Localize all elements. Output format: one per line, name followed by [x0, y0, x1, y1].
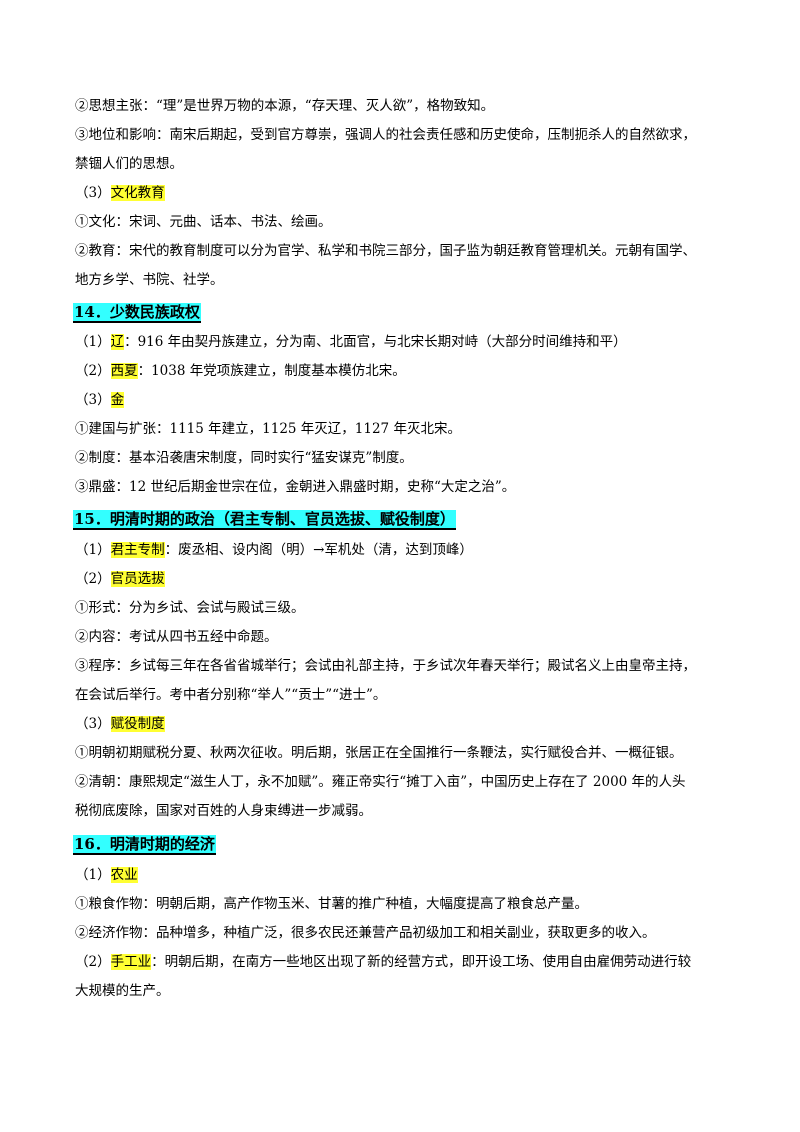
subheading-line: （3）金 [75, 392, 125, 408]
text-line: ②清朝：康熙规定“滋生人丁，永不加赋”。雍正帝实行“摊丁入亩”，中国历史上存在了… [75, 774, 686, 790]
text-line: ③程序：乡试每三年在各省省城举行；会试由礼部主持，于乡试次年春天举行；殿试名义上… [75, 658, 696, 674]
text-line: 在会试后举行。考中者分别称“举人”“贡士”“进士”。 [75, 687, 387, 703]
text-line: 禁锢人们的思想。 [75, 156, 183, 172]
text-line: ③地位和影响：南宋后期起，受到官方尊崇，强调人的社会责任感和历史使命，压制扼杀人… [75, 127, 696, 143]
text-line: ②内容：考试从四书五经中命题。 [75, 629, 278, 645]
subheading-line: （2）手工业：明朝后期，在南方一些地区出现了新的经营方式，即开设工场、使用自由雇… [75, 954, 692, 970]
text-line: ②制度：基本沿袭唐宋制度，同时实行“猛安谋克”制度。 [75, 450, 413, 466]
subheading-line: （2）官员选拔 [75, 571, 165, 587]
text-line: ①文化：宋词、元曲、话本、书法、绘画。 [75, 214, 332, 230]
subheading-line: （1）农业 [75, 867, 138, 883]
text-line: 地方乡学、书院、社学。 [75, 272, 224, 288]
text-line: ①粮食作物：明朝后期，高产作物玉米、甘薯的推广种植，大幅度提高了粮食总产量。 [75, 896, 588, 912]
section-heading: 15．明清时期的政治（君主专制、官员选拔、赋役制度） [73, 510, 456, 530]
text-line: ③鼎盛：12 世纪后期金世宗在位，金朝进入鼎盛时期，史称“大定之治”。 [75, 479, 516, 495]
subheading-line: （1）辽：916 年由契丹族建立，分为南、北面官，与北宋长期对峙（大部分时间维持… [75, 334, 627, 350]
subheading-line: （3）文化教育 [75, 185, 165, 201]
section-heading: 16．明清时期的经济 [73, 835, 216, 855]
section-heading: 14．少数民族政权 [73, 303, 201, 323]
text-line: ②思想主张：“理”是世界万物的本源，“存天理、灭人欲”，格物致知。 [75, 98, 495, 114]
subheading-line: （1）君主专制：废丞相、设内阁（明）→军机处（清，达到顶峰） [75, 542, 473, 558]
text-line: ①明朝初期赋税分夏、秋两次征收。明后期，张居正在全国推行一条鞭法，实行赋役合并、… [75, 745, 683, 761]
subheading-line: （2）西夏：1038 年党项族建立，制度基本模仿北宋。 [75, 363, 406, 379]
text-line: ②经济作物：品种增多，种植广泛，很多农民还兼营产品初级加工和相关副业，获取更多的… [75, 925, 656, 941]
text-line: ①建国与扩张：1115 年建立，1125 年灭辽，1127 年灭北宋。 [75, 421, 461, 437]
text-line: 税彻底废除，国家对百姓的人身束缚进一步减弱。 [75, 803, 372, 819]
subheading-line: （3）赋役制度 [75, 716, 165, 732]
text-line: 大规模的生产。 [75, 983, 170, 999]
text-line: ①形式：分为乡试、会试与殿试三级。 [75, 600, 305, 616]
text-line: ②教育：宋代的教育制度可以分为官学、私学和书院三部分，国子监为朝廷教育管理机关。… [75, 243, 696, 259]
